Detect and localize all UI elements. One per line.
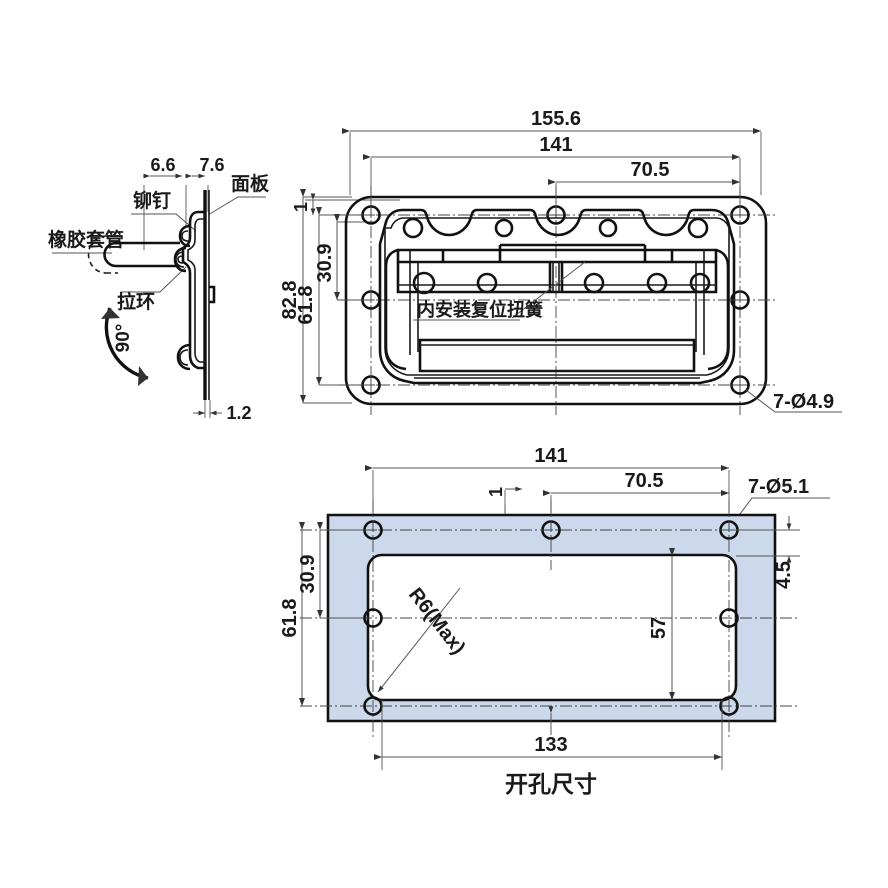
cut-dim-4-5-label: 4.5 [773, 561, 795, 589]
cutout-mounting-holes [363, 520, 739, 716]
front-hole-spec-label: 7-Ø4.9 [773, 391, 834, 413]
annotation-torsion-spring: 内安装复位扭簧 [413, 261, 586, 321]
cutout-left-dimensions: 61.8 30.9 [279, 522, 360, 706]
annotation-torsion-spring-label: 内安装复位扭簧 [417, 299, 543, 321]
dim-6-6-label: 6.6 [150, 155, 175, 175]
cutout-center-lines [300, 500, 800, 740]
front-left-dimensions: 82.8 61.8 30.9 1 [279, 189, 400, 404]
cutout-height-dimension: 57 [648, 548, 675, 700]
dim-1-label: 1 [291, 202, 311, 212]
pull-ring-geometry [87, 235, 180, 274]
front-recess-assembly: 内安装复位扭簧 [361, 205, 750, 395]
cutout-right-dimension: 4.5 [729, 516, 800, 589]
rotation-arrow-90: 90° [101, 307, 149, 386]
front-upper-apertures [402, 217, 709, 239]
dim-155-6-label: 155.6 [531, 108, 581, 130]
dim-7-6-label: 7.6 [199, 155, 224, 175]
front-view: 155.6 141 70.5 82.8 61.8 30.9 [279, 108, 842, 415]
cut-dim-141-label: 141 [534, 445, 567, 467]
callout-pull-ring-label: 拉环 [117, 290, 155, 313]
angle-90-label: 90° [113, 324, 134, 353]
side-top-dimensions: 6.6 7.6 [143, 155, 225, 250]
dim-1-2-label: 1.2 [226, 403, 251, 423]
callout-panel-label: 面板 [231, 172, 270, 195]
latch-body-profile [173, 190, 216, 400]
side-section-view: 6.6 7.6 面板 铆钉 橡胶套管 拉环 [48, 155, 270, 423]
cut-hole-spec-label: 7-Ø5.1 [748, 476, 809, 498]
front-side-ribs [384, 248, 730, 371]
cut-dim-61-8-label: 61.8 [279, 599, 301, 638]
dim-30-9-label: 30.9 [314, 244, 336, 283]
front-hinge-bar [396, 243, 718, 295]
cut-dim-57-label: 57 [648, 617, 670, 639]
front-mounting-holes [361, 205, 750, 395]
cut-dim-133-label: 133 [534, 734, 567, 756]
cutout-top-dimensions: 141 70.5 1 [365, 445, 730, 535]
front-hole-callout: 7-Ø4.9 [745, 389, 842, 413]
callout-rubber-sleeve: 橡胶套管 [48, 228, 124, 254]
cutout-opening [366, 553, 738, 702]
cut-dim-1-label: 1 [486, 487, 506, 497]
cutout-caption: 开孔尺寸 [505, 772, 597, 798]
dim-61-8-label: 61.8 [295, 286, 317, 325]
dim-141-label: 141 [539, 134, 572, 156]
dim-70-5-label: 70.5 [631, 159, 670, 181]
callout-rivet-label: 铆钉 [133, 189, 171, 212]
cutout-bottom-dimension: 133 [374, 700, 723, 770]
cutout-dimension-view: 141 70.5 1 7-Ø5.1 [279, 445, 830, 798]
cut-dim-70-5-label: 70.5 [625, 470, 664, 492]
dim-82-8-label: 82.8 [279, 281, 301, 320]
callout-pull-ring: 拉环 [117, 266, 187, 313]
cut-dim-30-9-label: 30.9 [297, 555, 319, 594]
front-pull-bar [414, 338, 700, 379]
side-thickness-dimension: 1.2 [193, 400, 252, 423]
front-top-dimensions: 155.6 141 70.5 [342, 108, 762, 218]
front-plate-outline [344, 195, 768, 406]
callout-rubber-sleeve-label: 橡胶套管 [48, 228, 124, 251]
callout-panel: 面板 [207, 172, 270, 216]
